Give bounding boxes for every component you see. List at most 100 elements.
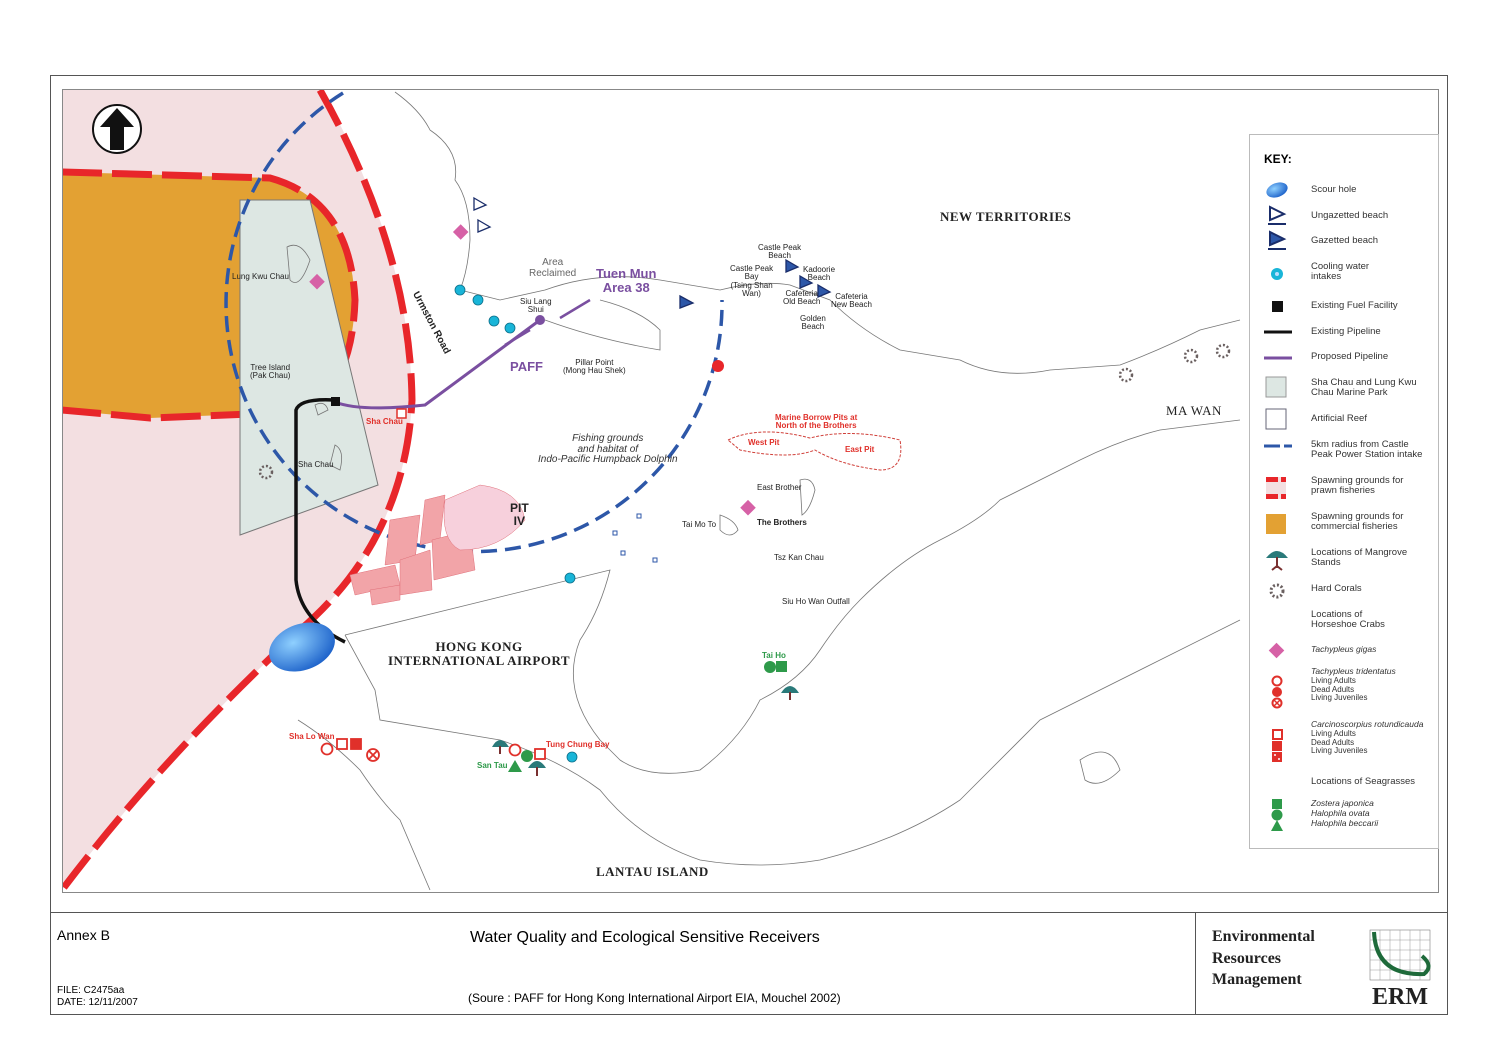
commercial-spawning-icon: [1266, 514, 1286, 534]
label-sha-chau-reef: Sha Chau: [366, 417, 403, 426]
annex-label: Annex B: [57, 927, 110, 943]
label-san-tau: San Tau: [477, 761, 508, 770]
label-pit-iv: PIT IV: [510, 501, 529, 528]
label-kadoorie-beach: Kadoorie Beach: [803, 265, 836, 283]
row-label: Dead Adults: [1311, 684, 1355, 694]
legend-item: Locations of Mangrove Stands: [1311, 547, 1408, 569]
carcinoscorpius-icons: [1272, 729, 1283, 762]
tachypleus-gigas-icon: [1268, 642, 1285, 659]
label-tung-chung-bay: Tung Chung Bay: [546, 740, 610, 749]
hard-coral-icons: [258, 343, 1231, 480]
label-lung-kwu-chau: Lung Kwu Chau: [232, 272, 289, 281]
label-new-territories: NEW TERRITORIES: [940, 209, 1072, 224]
legend-item: Cooling water intakes: [1311, 261, 1370, 283]
species-name: Carcinoscorpius rotundicauda: [1311, 719, 1424, 729]
5km-radius-icon: [1264, 444, 1292, 448]
legend: KEY: Scour hole Ungazetted beach Gazette…: [1249, 134, 1439, 849]
cooling-water-intake-icon: [1271, 268, 1283, 280]
row-label: Living Adults: [1311, 728, 1356, 738]
cooling-water-intake-icons: [454, 284, 578, 763]
artificial-reef-markers: [612, 513, 658, 563]
proposed-pipeline-icon: [1264, 356, 1292, 360]
legend-item: Spawning grounds for prawn fisheries: [1311, 475, 1404, 497]
label-tree-island: Tree Island (Pak Chau): [250, 363, 291, 381]
seagrass-icons: [1271, 799, 1283, 831]
dead-adult-crab-icon: [712, 360, 724, 372]
row-label: Dead Adults: [1311, 737, 1355, 747]
fuel-facility-icon: [1272, 301, 1283, 312]
beach-icons: [473, 196, 832, 309]
label-ma-wan: MA WAN: [1166, 403, 1222, 418]
species-name: Zostera japonica: [1311, 798, 1374, 808]
label-lantau: LANTAU ISLAND: [596, 864, 709, 879]
tachypleus-gigas-icons: [309, 224, 756, 516]
paff-site-marker: [535, 315, 545, 325]
legend-item: Sha Chau and Lung Kwu Chau Marine Park: [1311, 377, 1417, 399]
scour-hole-icon: [269, 622, 335, 672]
label-area-reclaimed: Area Reclaimed: [529, 257, 577, 279]
legend-item: Spawning grounds for commercial fisherie…: [1311, 511, 1404, 533]
seagrass-icons: [508, 661, 787, 772]
label-castle-peak-bay: Castle Peak Bay (Tsing Shan Wan): [730, 264, 774, 299]
legend-item: Existing Fuel Facility: [1311, 300, 1398, 311]
label-the-brothers: The Brothers: [757, 518, 807, 527]
date-label: DATE: 12/11/2007: [57, 997, 138, 1008]
legend-item: Locations of Horseshoe Crabs: [1311, 609, 1385, 631]
label-cafeteria-old: Cafeteria Old Beach: [783, 289, 821, 307]
tachypleus-tridentatus-icons: [1271, 675, 1283, 709]
label-cafeteria-new: Cafeteria New Beach: [831, 292, 872, 310]
label-west-pit: West Pit: [748, 438, 780, 447]
legend-item-label: Tachypleus gigas: [1311, 644, 1377, 654]
label-golden-beach: Golden Beach: [800, 314, 826, 332]
ungazetted-beach-icon: [1268, 205, 1287, 225]
proposed-pipeline: [334, 318, 541, 410]
gazetted-beach-icon: [1268, 230, 1287, 250]
marine-park-icon: [1265, 376, 1287, 398]
horseshoe-crab-icons: [320, 738, 546, 762]
label-siu-lang-shui: Siu Lang Shui: [520, 297, 552, 315]
prawn-spawning-outer-boundary: [63, 90, 416, 892]
fuel-facility-icon: [331, 397, 340, 406]
pointer-arrows: [504, 298, 591, 347]
label-borrow-pits: Marine Borrow Pits at North of the Broth…: [775, 413, 858, 431]
legend-item: Ungazetted beach: [1311, 210, 1389, 221]
artificial-reef-icon: [396, 408, 407, 419]
reclamation-blocks: [349, 484, 526, 606]
source-note: (Soure : PAFF for Hong Kong Internationa…: [468, 991, 841, 1005]
species-name: Halophila beccarii: [1311, 817, 1379, 828]
prawn-spawning-icon: [1266, 477, 1286, 499]
existing-pipeline-icon: [1264, 330, 1292, 334]
company-name: Environmental Resources Management: [1212, 928, 1315, 989]
legend-item: Tachypleus gigas: [1311, 644, 1377, 655]
species-name: Tachypleus tridentatus: [1311, 666, 1396, 676]
legend-title: KEY:: [1264, 152, 1292, 166]
label-paff: PAFF: [510, 359, 543, 374]
legend-item: Artificial Reef: [1311, 413, 1367, 424]
legend-seagrass: Zostera japonica Halophila ovata Halophi…: [1311, 798, 1379, 828]
legend-item: Scour hole: [1311, 184, 1357, 195]
5km-radius-circle: [224, 91, 724, 554]
label-east-pit: East Pit: [845, 445, 875, 454]
label-tai-ho: Tai Ho: [762, 651, 786, 660]
erm-logo: ERM: [1369, 929, 1431, 1008]
mangrove-icon: [1266, 551, 1288, 571]
row-label: Living Juveniles: [1311, 746, 1368, 756]
file-label: FILE: C2475aa: [57, 985, 125, 996]
label-tai-mo-to: Tai Mo To: [682, 520, 717, 529]
label-pillar-point: Pillar Point (Mong Hau Shek): [563, 358, 626, 376]
legend-item: Hard Corals: [1311, 583, 1362, 594]
row-label: Living Juveniles: [1311, 693, 1368, 703]
label-castle-peak-beach: Castle Peak Beach: [758, 243, 802, 261]
label-fishing-grounds: Fishing grounds and habitat of Indo-Paci…: [538, 433, 678, 465]
borrow-pits-outline: [727, 431, 902, 471]
artificial-reef-icon: [1265, 408, 1287, 430]
species-name: Halophila ovata: [1311, 807, 1370, 818]
label-sha-lo-wan: Sha Lo Wan: [289, 732, 335, 741]
row-label: Living Adults: [1311, 675, 1356, 685]
sheet-border: [50, 75, 1448, 1015]
label-siu-ho-wan: Siu Ho Wan Outfall: [782, 597, 850, 606]
north-arrow-icon: [92, 104, 142, 154]
label-sha-chau: Sha Chau: [298, 460, 334, 469]
